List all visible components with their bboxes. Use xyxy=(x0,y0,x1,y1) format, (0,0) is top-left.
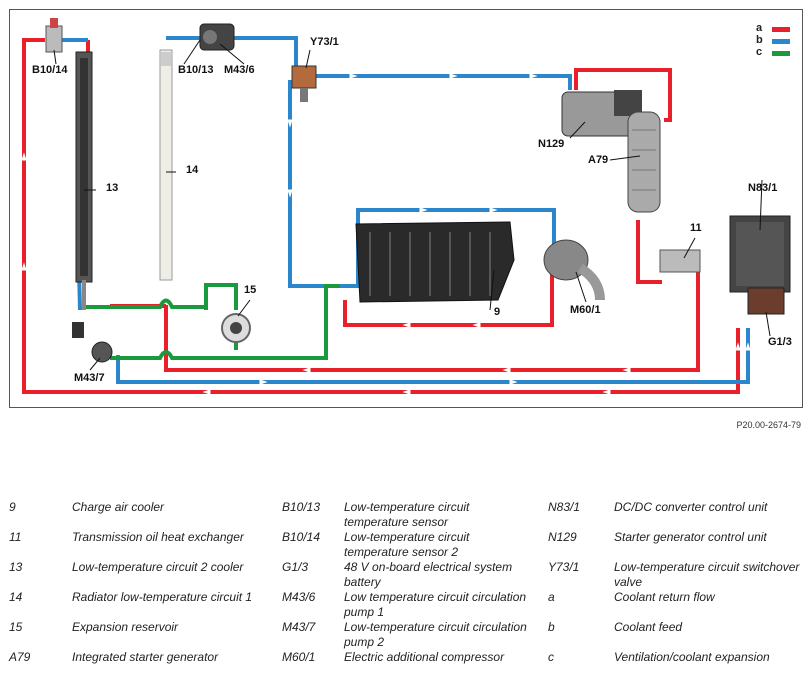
key-code: G1/3 xyxy=(282,560,309,574)
starter-generator-shape xyxy=(561,90,661,213)
key-desc: DC/DC converter control unit xyxy=(614,500,768,514)
dcdc-converter-shape xyxy=(729,215,791,315)
label-b1013: B10/13 xyxy=(178,64,214,76)
key-desc: Low-temperature circuit circulation pump… xyxy=(344,620,527,649)
key-row: 14 Radiator low-temperature circuit 1 M4… xyxy=(0,590,811,620)
key-desc: 48 V on-board electrical system battery xyxy=(344,560,513,589)
label-a79: A79 xyxy=(588,154,609,166)
key-desc: Low-temperature circuit temperature sens… xyxy=(344,530,470,559)
label-11: 11 xyxy=(690,222,702,234)
key-desc: Ventilation/coolant expansion xyxy=(614,650,770,664)
label-n831: N83/1 xyxy=(748,182,778,194)
key-code: c xyxy=(548,650,554,664)
charge-air-cooler-9-shape xyxy=(355,221,515,303)
key-desc: Radiator low-temperature circuit 1 xyxy=(72,590,253,604)
heat-exchanger-11-shape xyxy=(659,249,701,273)
diagram-canvas xyxy=(21,18,791,395)
key-code: M43/7 xyxy=(282,620,316,634)
key-code: B10/14 xyxy=(282,530,321,544)
label-9: 9 xyxy=(494,306,501,318)
return-flow-lines xyxy=(22,38,740,394)
label-b1014: B10/14 xyxy=(32,64,68,76)
legend-key-b: b xyxy=(756,34,763,46)
flow-arrows xyxy=(21,73,751,395)
label-m436: M43/6 xyxy=(224,64,255,76)
key-code: 15 xyxy=(9,620,23,634)
key-desc: Integrated starter generator xyxy=(72,650,219,664)
key-code: Y73/1 xyxy=(548,560,580,574)
ventilation-lines xyxy=(84,283,340,360)
key-row: 13 Low-temperature circuit 2 cooler G1/3… xyxy=(0,560,811,590)
key-code: a xyxy=(548,590,555,604)
key-desc: Low-temperature circuit 2 cooler xyxy=(72,560,244,574)
key-code: b xyxy=(548,620,555,634)
key-desc: Low temperature circuit circulation pump… xyxy=(344,590,527,619)
key-desc: Low-temperature circuit switchover valve xyxy=(614,560,800,589)
leader-lines xyxy=(53,39,771,371)
sensor-b1014-shape xyxy=(45,18,63,53)
legend-swatch-a xyxy=(772,27,790,32)
key-row: 9 Charge air cooler B10/13 Low-temperatu… xyxy=(0,500,811,530)
pump-m436-shape xyxy=(199,23,235,51)
key-desc: Coolant feed xyxy=(614,620,683,634)
figure-reference: P20.00-2674-79 xyxy=(736,420,801,430)
key-code: B10/13 xyxy=(282,500,321,514)
label-13: 13 xyxy=(106,182,119,194)
key-desc: Charge air cooler xyxy=(72,500,165,514)
key-row: A79 Integrated starter generator M60/1 E… xyxy=(0,650,811,680)
legend-key-c: c xyxy=(756,46,763,58)
reservoir-15-shape xyxy=(221,313,251,343)
compressor-m601-shape xyxy=(543,239,605,301)
label-n129: N129 xyxy=(538,138,565,150)
key-desc: Low-temperature circuit temperature sens… xyxy=(344,500,470,529)
key-code: N83/1 xyxy=(548,500,581,514)
key-row: 15 Expansion reservoir M43/7 Low-tempera… xyxy=(0,620,811,650)
key-code: 13 xyxy=(9,560,23,574)
key-desc: Transmission oil heat exchanger xyxy=(72,530,244,544)
cooler-13-shape xyxy=(75,51,93,310)
key-code: 14 xyxy=(9,590,23,604)
label-g13: G1/3 xyxy=(768,336,792,348)
key-code: M60/1 xyxy=(282,650,316,664)
label-15: 15 xyxy=(244,284,257,296)
key-row: 11 Transmission oil heat exchanger B10/1… xyxy=(0,530,811,560)
key-code: 11 xyxy=(9,530,22,544)
key-code: A79 xyxy=(9,650,31,664)
key-desc: Expansion reservoir xyxy=(72,620,179,634)
key-desc: Coolant return flow xyxy=(614,590,715,604)
legend-swatch-b xyxy=(772,39,790,44)
pump-m437-shape xyxy=(72,322,113,363)
key-code: 9 xyxy=(9,500,16,514)
label-m601: M60/1 xyxy=(570,304,601,316)
label-m437: M43/7 xyxy=(74,372,105,384)
legend-key-a: a xyxy=(756,22,763,34)
radiator-14-shape xyxy=(159,49,173,281)
coolant-circuit-diagram: B10/14 B10/13 M43/6 Y73/1 N129 A79 N83/1… xyxy=(9,9,803,408)
key-code: M43/6 xyxy=(282,590,316,604)
key-desc: Electric additional compressor xyxy=(344,650,505,664)
legend-swatch-c xyxy=(772,51,790,56)
valve-y731-shape xyxy=(291,65,317,102)
label-y731: Y73/1 xyxy=(310,36,339,48)
key-desc: Starter generator control unit xyxy=(614,530,767,544)
label-14: 14 xyxy=(186,164,199,176)
key-code: N129 xyxy=(548,530,577,544)
